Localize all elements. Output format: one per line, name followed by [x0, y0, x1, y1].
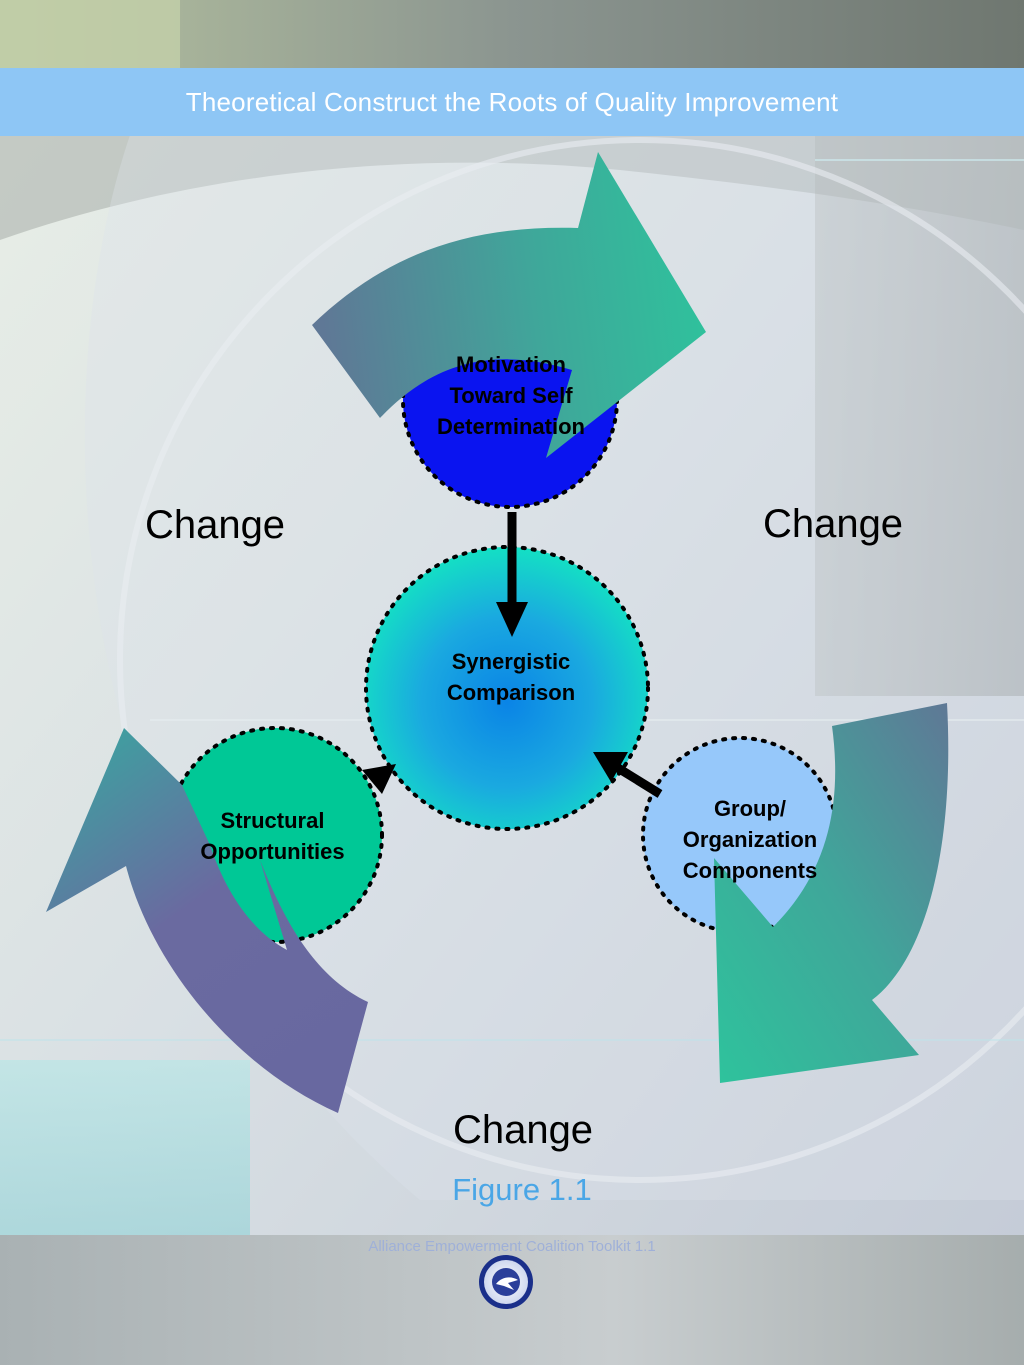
change-label-left: Change — [144, 503, 286, 547]
change-label-right: Change — [762, 502, 904, 546]
group-label-line: Group/ — [713, 796, 787, 821]
page-title: Theoretical Construct the Roots of Quali… — [185, 86, 839, 117]
motivation-label-line: Determination — [437, 414, 585, 439]
right-cycle-arrow — [714, 703, 949, 1083]
figure-caption: Figure 1.1 — [452, 1172, 592, 1207]
synergistic-label-line: Comparison — [446, 680, 576, 705]
group-label-line: Components — [682, 858, 818, 883]
motivation-label: Motivation Toward Self Determination — [400, 349, 622, 442]
synergistic-comparison-node — [364, 545, 650, 831]
structural-label-line: Opportunities — [200, 839, 345, 864]
structural-label-line: Structural — [220, 808, 325, 833]
group-to-center-arrow — [593, 752, 663, 798]
motivation-label-line: Toward Self — [449, 383, 573, 408]
group-label-line: Organization — [682, 827, 818, 852]
title-bar: Theoretical Construct the Roots of Quali… — [0, 68, 1024, 136]
center-to-structural-arrow — [362, 764, 396, 794]
structural-label: Structural Opportunities — [170, 805, 375, 867]
footer-text: Alliance Empowerment Coalition Toolkit 1… — [368, 1238, 656, 1255]
group-label: Group/ Organization Components — [650, 793, 850, 886]
change-label-bottom: Change — [452, 1108, 594, 1152]
synergistic-label-line: Synergistic — [451, 649, 571, 674]
alliance-seal-icon — [479, 1255, 533, 1309]
motivation-label-line: Motivation — [456, 352, 566, 377]
motivation-to-center-arrow — [496, 512, 528, 637]
top-cycle-arrow — [312, 152, 706, 458]
left-cycle-arrow — [46, 728, 368, 1113]
synergistic-label: Synergistic Comparison — [400, 646, 622, 708]
